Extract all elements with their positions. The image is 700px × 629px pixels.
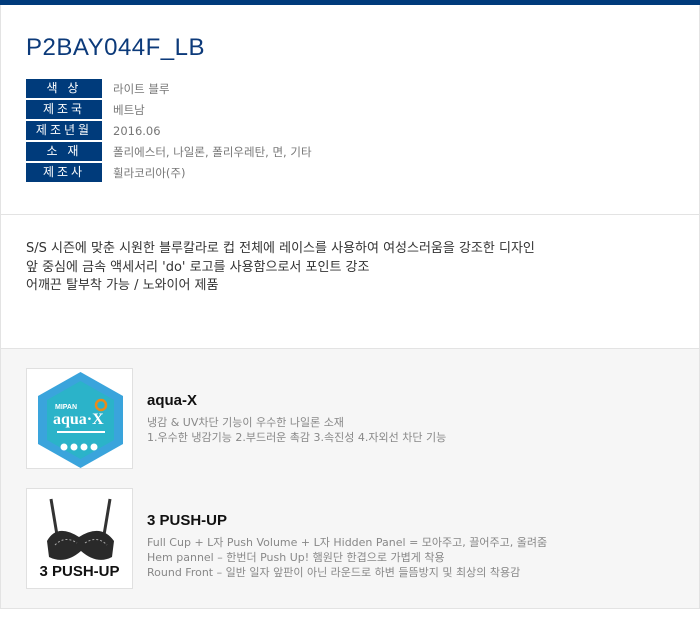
feature-line: 냉감 & UV차단 기능이 우수한 나일론 소재 <box>147 416 344 429</box>
spec-value: 폴리에스터, 나일론, 폴리우레탄, 면, 기타 <box>113 144 312 159</box>
feature-line: 1.우수한 냉감기능 2.부드러운 촉감 3.속진성 4.자외선 차단 기능 <box>147 431 447 444</box>
spec-value: 휠라코리아(주) <box>113 165 186 180</box>
push-up-bra-image: 3 PUSH-UP <box>26 488 133 589</box>
feature-line: Hem pannel – 한번더 Push Up! 햄원단 한겹으로 가볍게 착… <box>147 551 445 564</box>
feature-name: 3 PUSH-UP <box>147 512 228 529</box>
spec-row-color: 색 상 라이트 블루 <box>26 78 312 99</box>
badge-caption: 3 PUSH-UP <box>39 563 120 580</box>
feature-aqua-x: MIPAN aqua·X aqua-X 냉감 & UV차단 기능이 우수한 나일… <box>26 368 446 469</box>
spec-label: 색 상 <box>26 79 102 98</box>
spec-value: 2016.06 <box>113 123 161 138</box>
spec-row-country: 제조국 베트남 <box>26 99 312 120</box>
aqua-x-badge-image: MIPAN aqua·X <box>26 368 133 469</box>
spec-label: 제조사 <box>26 163 102 182</box>
feature-name: aqua-X <box>147 392 198 409</box>
spec-row-material: 소 재 폴리에스터, 나일론, 폴리우레탄, 면, 기타 <box>26 141 312 162</box>
badge-logo: aqua·X <box>53 411 104 428</box>
feature-3-push-up: 3 PUSH-UP 3 PUSH-UP Full Cup + L자 Push V… <box>26 488 547 589</box>
product-code-title: P2BAY044F_LB <box>26 34 206 61</box>
spec-row-date: 제조년월 2016.06 <box>26 120 312 141</box>
top-accent-bar <box>0 0 700 5</box>
description-line: S/S 시즌에 맞춘 시원한 블루칼라로 컵 전체에 레이스를 사용하여 여성스… <box>26 241 535 256</box>
spec-value: 베트남 <box>113 102 145 117</box>
description-line: 어깨끈 탈부착 가능 / 노와이어 제품 <box>26 278 219 293</box>
spec-label: 소 재 <box>26 142 102 161</box>
spec-value: 라이트 블루 <box>113 81 170 96</box>
product-description: S/S 시즌에 맞춘 시원한 블루칼라로 컵 전체에 레이스를 사용하여 여성스… <box>26 240 535 296</box>
feature-line: Round Front – 일반 일자 앞판이 아닌 라운드로 하변 들뜸방지 … <box>147 566 521 579</box>
spec-table: 색 상 라이트 블루 제조국 베트남 제조년월 2016.06 소 재 폴리에스터, 나… <box>26 78 312 183</box>
section-divider <box>1 214 699 215</box>
spec-row-manufacturer: 제조사 휠라코리아(주) <box>26 162 312 183</box>
badge-brand: MIPAN <box>55 404 77 411</box>
spec-label: 제조년월 <box>26 121 102 140</box>
spec-label: 제조국 <box>26 100 102 119</box>
description-line: 앞 중심에 금속 액세서리 'do' 로고를 사용함으로서 포인트 강조 <box>26 259 370 275</box>
feature-line: Full Cup + L자 Push Volume + L자 Hidden Pa… <box>147 536 548 549</box>
